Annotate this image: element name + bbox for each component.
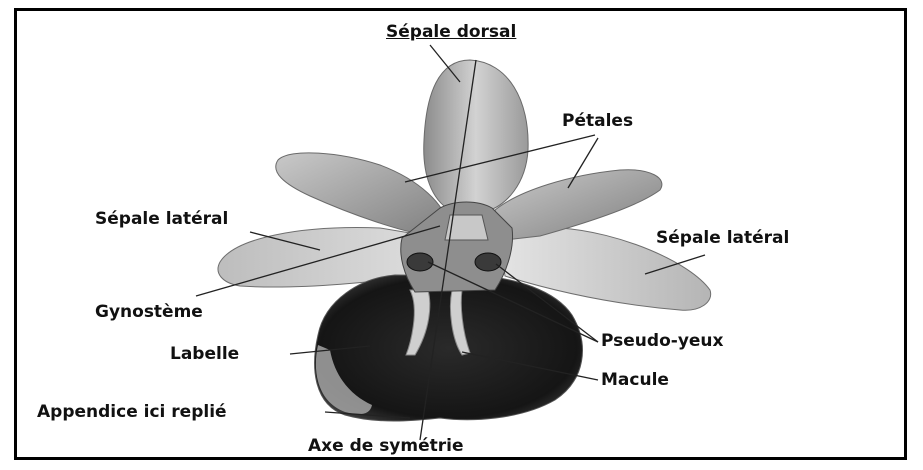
label-sepale-lateral-left: Sépale latéral (95, 211, 228, 228)
label-axe-de-symetrie: Axe de symétrie (308, 438, 464, 455)
label-sepale-dorsal: Sépale dorsal (386, 24, 516, 41)
label-labelle: Labelle (170, 346, 239, 363)
label-sepale-lateral-right: Sépale latéral (656, 230, 789, 247)
label-macule: Macule (601, 372, 669, 389)
label-petales: Pétales (562, 113, 633, 130)
dorsal-sepal-shape (424, 60, 528, 210)
label-gynosteme: Gynostème (95, 304, 203, 321)
pseudo-eye-right (475, 253, 501, 271)
label-pseudo-yeux: Pseudo-yeux (601, 333, 724, 350)
label-appendice: Appendice ici replié (37, 404, 227, 421)
